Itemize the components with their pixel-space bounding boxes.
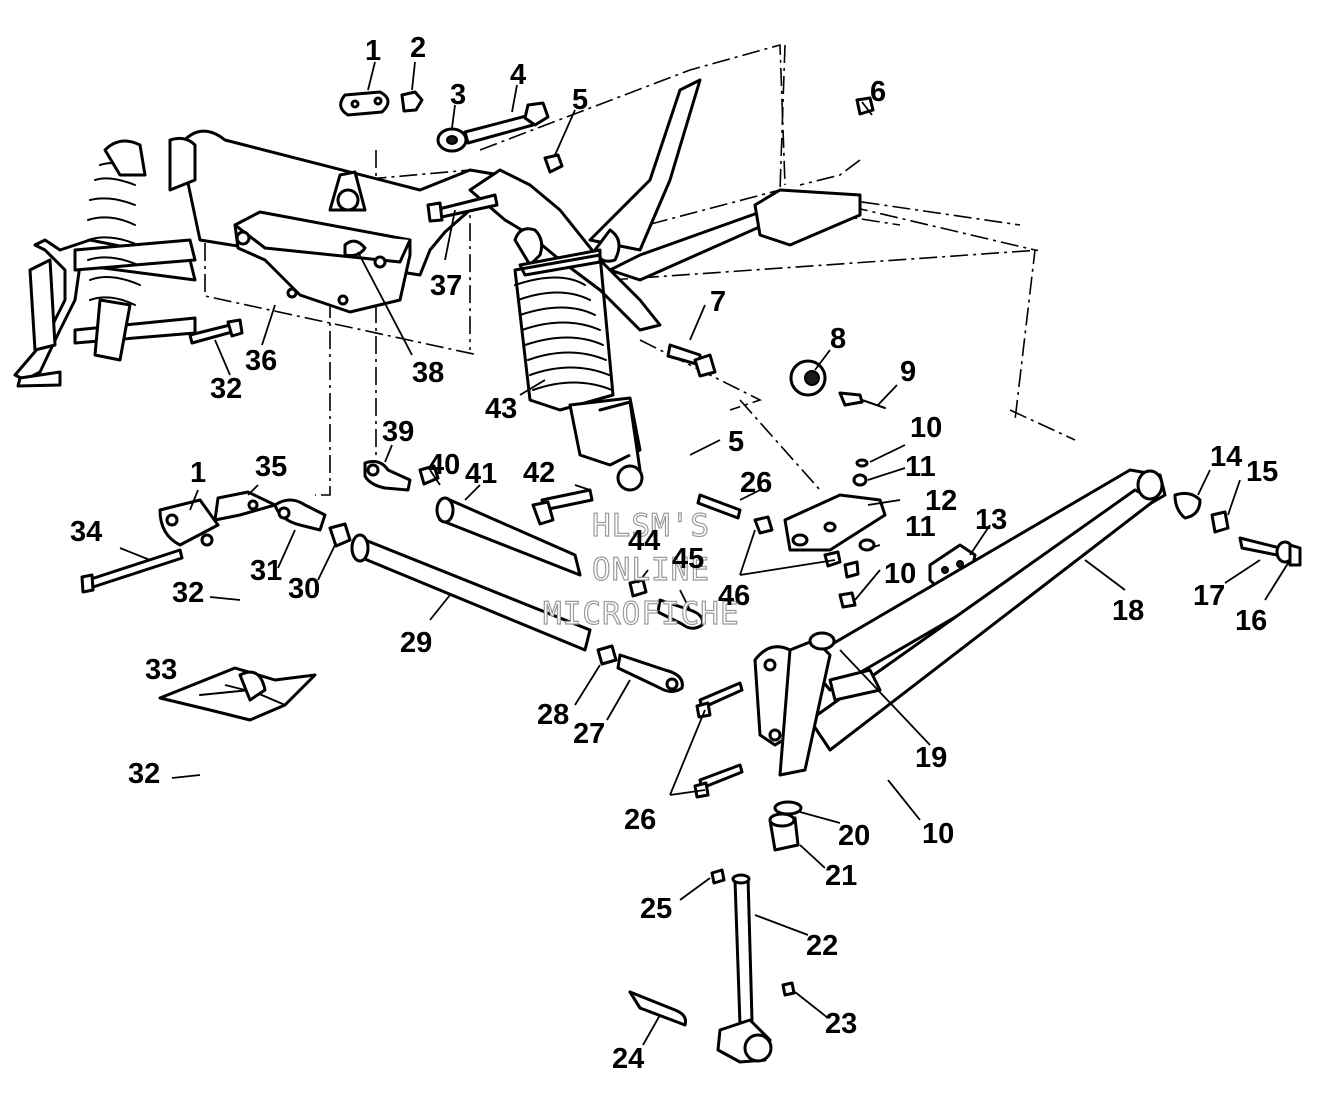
callout-43: 43	[485, 393, 517, 425]
callout-41: 41	[465, 458, 497, 490]
callout-2: 2	[410, 32, 426, 64]
callout-13: 13	[975, 504, 1007, 536]
callout-6: 6	[870, 76, 886, 108]
callout-1-b: 1	[190, 457, 206, 489]
callout-16: 16	[1235, 605, 1267, 637]
callout-39: 39	[382, 416, 414, 448]
callout-18: 18	[1112, 595, 1144, 627]
callout-5-b: 5	[728, 426, 744, 458]
a-arm	[803, 468, 1302, 752]
spindle-assembly	[628, 631, 836, 1064]
callout-44: 44	[628, 525, 660, 557]
callout-1: 1	[365, 35, 381, 67]
callout-24: 24	[612, 1043, 644, 1075]
callout-40: 40	[428, 449, 460, 481]
callout-35: 35	[255, 451, 287, 483]
callout-32-c: 32	[128, 758, 160, 790]
steering-hardware	[531, 458, 977, 693]
callout-26-b: 26	[624, 804, 656, 836]
callout-10-b: 10	[884, 558, 916, 590]
watermark-line-1: HLSM'S	[592, 508, 710, 544]
callout-45: 45	[672, 543, 704, 575]
mount-bracket	[233, 170, 412, 314]
callout-19: 19	[915, 742, 947, 774]
callout-36: 36	[245, 345, 277, 377]
upper-hardware	[339, 90, 886, 409]
callout-21: 21	[825, 860, 857, 892]
callout-25: 25	[640, 893, 672, 925]
callout-4: 4	[510, 59, 526, 91]
left-shock-assembly	[13, 136, 197, 388]
callout-32-b: 32	[172, 577, 204, 609]
callout-28: 28	[537, 699, 569, 731]
callout-23: 23	[825, 1008, 857, 1040]
callout-10-c: 10	[922, 818, 954, 850]
callout-29: 29	[400, 627, 432, 659]
callout-32-a: 32	[210, 373, 242, 405]
callout-12: 12	[925, 485, 957, 517]
skid-plate	[158, 666, 317, 722]
callout-33: 33	[145, 654, 177, 686]
center-shock-absorber	[513, 227, 644, 492]
callout-15: 15	[1246, 456, 1278, 488]
callout-3: 3	[450, 79, 466, 111]
callout-labels: 1 2 3 4 5 6 37 7 8 9 38 36 32 43 10 11 1…	[70, 32, 1278, 1075]
watermark-line-2: ONLINE	[592, 552, 710, 588]
callout-42: 42	[523, 457, 555, 489]
lower-left-hardware	[80, 318, 592, 652]
callout-8: 8	[830, 323, 846, 355]
callout-5: 5	[572, 84, 588, 116]
watermark-line-3: MICROFICHE	[543, 596, 740, 632]
callout-7: 7	[710, 286, 726, 318]
watermark: HLSM'S ONLINE MICROFICHE	[542, 507, 740, 632]
callout-27: 27	[573, 718, 605, 750]
callout-14: 14	[1210, 441, 1242, 473]
callout-37: 37	[430, 270, 462, 302]
callout-11-a: 11	[905, 451, 936, 483]
leader-lines	[119, 61, 1291, 1046]
callout-46: 46	[718, 580, 750, 612]
callout-38: 38	[412, 357, 444, 389]
callout-34: 34	[70, 516, 102, 548]
callout-22: 22	[806, 930, 838, 962]
callout-17: 17	[1193, 580, 1225, 612]
callout-9: 9	[900, 356, 916, 388]
callout-11-b: 11	[905, 511, 936, 543]
callout-10-a: 10	[910, 412, 942, 444]
callout-30: 30	[288, 573, 320, 605]
callout-31: 31	[250, 555, 282, 587]
callout-20: 20	[838, 820, 870, 852]
callout-26-a: 26	[740, 467, 772, 499]
